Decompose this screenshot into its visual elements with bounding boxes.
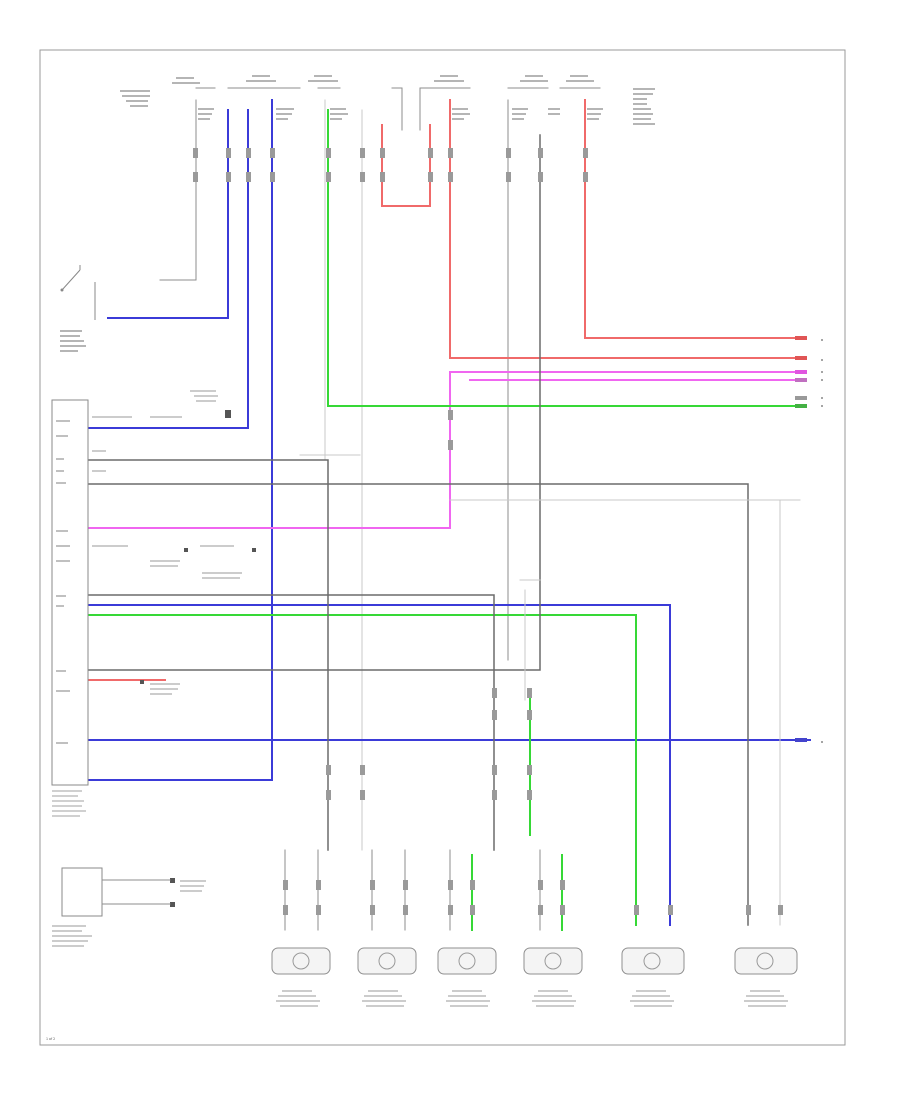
steering-sensor xyxy=(52,867,206,947)
right-terminal-tags xyxy=(795,336,823,743)
wheel-sensor-4 xyxy=(523,849,583,975)
vertical-gray-feeds xyxy=(159,87,509,851)
wheel-sensor-1 xyxy=(271,849,331,975)
wheel-sensor-6 xyxy=(734,947,798,975)
skid-control-ecu xyxy=(51,399,89,817)
wheel-sensor-3 xyxy=(437,849,497,975)
stop-light-switch xyxy=(60,265,96,352)
top-labels xyxy=(120,75,655,125)
diagram-frame xyxy=(39,49,846,1046)
wheel-speed-sensors xyxy=(271,849,798,1007)
corner-code: 1 of 2 xyxy=(46,1037,55,1041)
dark-wires xyxy=(87,134,801,926)
wheel-sensor-5 xyxy=(621,947,685,975)
blue-wires xyxy=(87,99,811,926)
green-wires xyxy=(87,109,801,931)
ecu-pin-labels xyxy=(92,390,242,695)
connectors xyxy=(140,148,588,907)
